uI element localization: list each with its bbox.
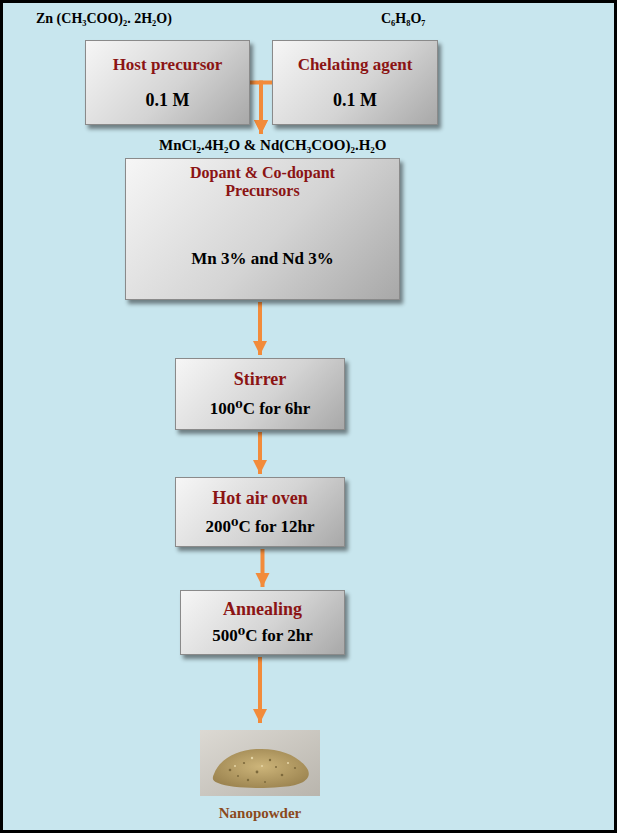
flow-arrow bbox=[258, 432, 262, 474]
box-title: Dopant & Co-dopant Precursors bbox=[168, 164, 358, 201]
process-box: Zn (CH₃COO)₂. 2H₂O)Host precursor0.1 M bbox=[85, 40, 250, 125]
formula-label: MnCl₂.4H₂O & Nd(CH₃COO)₂.H₂O bbox=[159, 137, 386, 154]
formula-label: Zn (CH₃COO)₂. 2H₂O) bbox=[36, 11, 172, 27]
photo-ground bbox=[200, 730, 320, 796]
process-box: C₆H₈O₇Chelating agent0.1 M bbox=[272, 40, 438, 125]
step-condition: 500⁰C for 2hr bbox=[212, 626, 313, 646]
flow-arrow bbox=[261, 83, 272, 135]
step-title: Stirrer bbox=[234, 369, 287, 390]
concentration-value: 0.1 M bbox=[146, 90, 190, 111]
process-box: Hot air oven 200⁰C for 12hr bbox=[175, 477, 345, 547]
box-title: Chelating agent bbox=[298, 55, 413, 75]
powder-grains bbox=[229, 759, 296, 783]
powder-highlights bbox=[234, 757, 289, 767]
process-box: Annealing 500⁰C for 2hr bbox=[180, 590, 345, 655]
flow-arrow bbox=[258, 657, 262, 723]
product-caption: Nanopowder bbox=[219, 805, 302, 822]
box-title: Host precursor bbox=[113, 55, 223, 75]
powder-photo bbox=[200, 730, 320, 796]
process-box: MnCl₂.4H₂O & Nd(CH₃COO)₂.H₂ODopant & Co-… bbox=[125, 158, 400, 300]
step-condition: 200⁰C for 12hr bbox=[205, 517, 314, 537]
concentration-value: 0.1 M bbox=[333, 90, 377, 111]
formula-label: C₆H₈O₇ bbox=[381, 11, 425, 27]
flow-arrow bbox=[261, 549, 265, 587]
step-title: Hot air oven bbox=[212, 488, 308, 509]
product-figure: Nanopowder bbox=[195, 726, 325, 824]
dopant-ratio: Mn 3% and Nd 3% bbox=[191, 249, 334, 269]
step-condition: 100⁰C for 6hr bbox=[210, 399, 311, 419]
powder-pile bbox=[213, 749, 309, 788]
step-title: Annealing bbox=[223, 599, 302, 620]
process-box: Stirrer 100⁰C for 6hr bbox=[175, 358, 345, 430]
flow-arrow bbox=[258, 302, 262, 355]
